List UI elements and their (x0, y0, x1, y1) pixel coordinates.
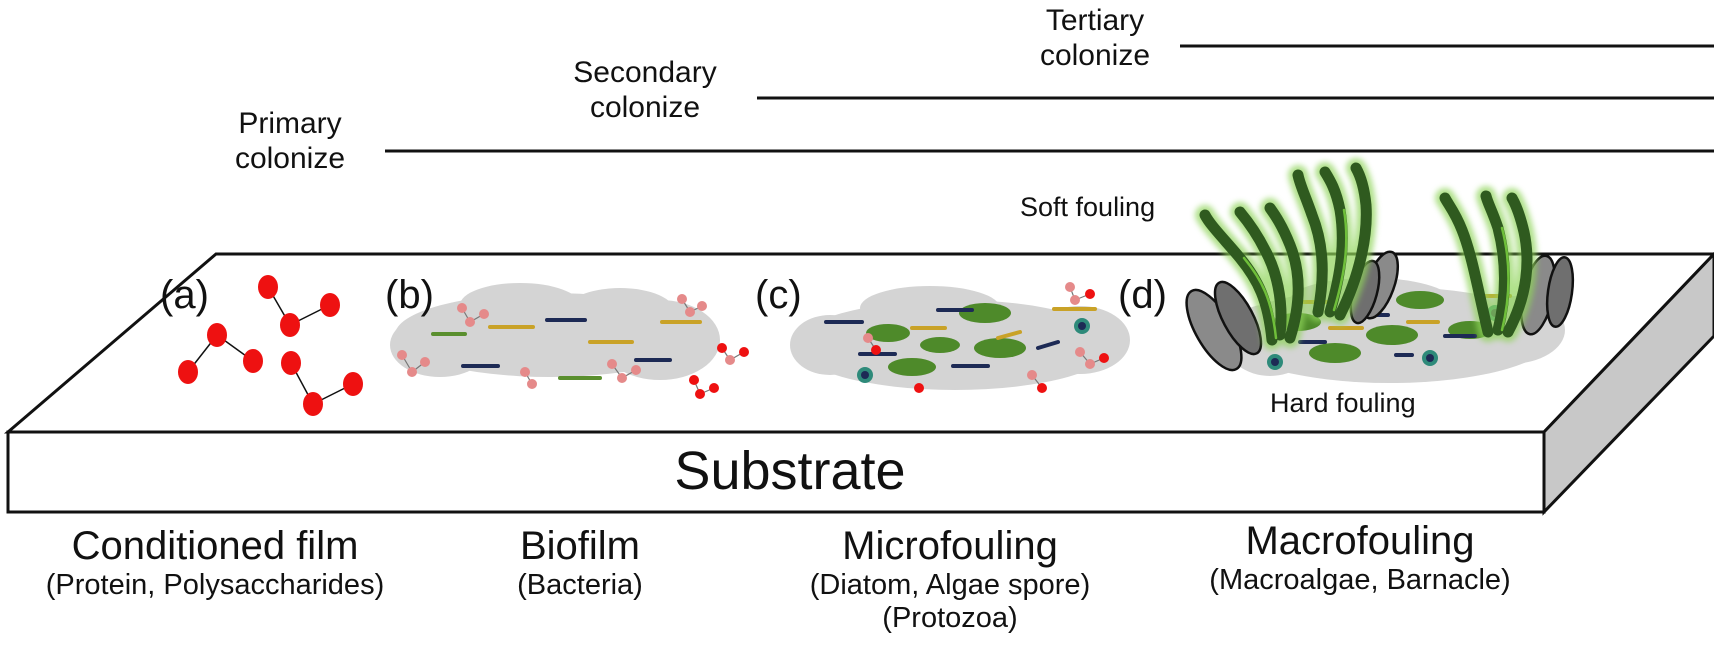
stage-detail: (Protozoa) (882, 602, 1018, 635)
stage-macrofouling: Macrofouling (Macroalgae, Barnacle) (1160, 518, 1560, 597)
secondary-colonize-label: Secondary colonize (540, 56, 750, 125)
tertiary-colonize-line1: Tertiary (1045, 4, 1145, 37)
soft-fouling-label: Soft fouling (1020, 192, 1156, 222)
secondary-colonize-line1: Secondary (573, 56, 717, 89)
panel-label-d: (d) (1118, 273, 1167, 317)
primary-colonize-line1: Primary (238, 107, 342, 140)
macroalgae (1195, 158, 1537, 350)
biofilm-molecules (397, 294, 749, 399)
substrate-side-face (1542, 251, 1714, 516)
panel-label-c: (c) (755, 273, 802, 317)
tertiary-colonize-line2: colonize (1039, 38, 1151, 72)
stage-name: Macrofouling (1245, 519, 1475, 563)
hard-fouling-label: Hard fouling (1270, 388, 1416, 418)
algae-spores (857, 318, 1090, 383)
substrate-label: Substrate (674, 441, 906, 501)
tertiary-colonize-label: Tertiary colonize (990, 4, 1200, 73)
stage-name: Conditioned film (71, 524, 359, 568)
panel-label-b: (b) (385, 273, 434, 317)
primary-colonize-label: Primary colonize (185, 107, 395, 176)
secondary-colonize-line2: colonize (589, 90, 701, 124)
primary-colonize-line2: colonize (234, 141, 346, 175)
stage-detail: (Protein, Polysaccharides) (45, 569, 385, 601)
stage-conditioned-film: Conditioned film (Protein, Polysaccharid… (0, 523, 430, 602)
stage-microfouling: Microfouling (Diatom, Algae spore) (Prot… (740, 523, 1160, 636)
panel-label-a: (a) (160, 273, 209, 317)
conditioning-molecule-dots (178, 275, 363, 416)
stage-name: Biofilm (519, 524, 641, 568)
stage-biofilm: Biofilm (Bacteria) (460, 523, 700, 602)
biofilm-bacteria (431, 318, 702, 380)
stage-detail: (Diatom, Algae spore) (809, 569, 1091, 601)
stage-detail: (Bacteria) (517, 569, 643, 601)
microfouling-bacteria (824, 307, 1097, 368)
stage-detail: (Macroalgae, Barnacle) (1209, 564, 1511, 596)
microfouling-molecules (863, 282, 1109, 393)
stage-name: Microfouling (842, 524, 1058, 568)
